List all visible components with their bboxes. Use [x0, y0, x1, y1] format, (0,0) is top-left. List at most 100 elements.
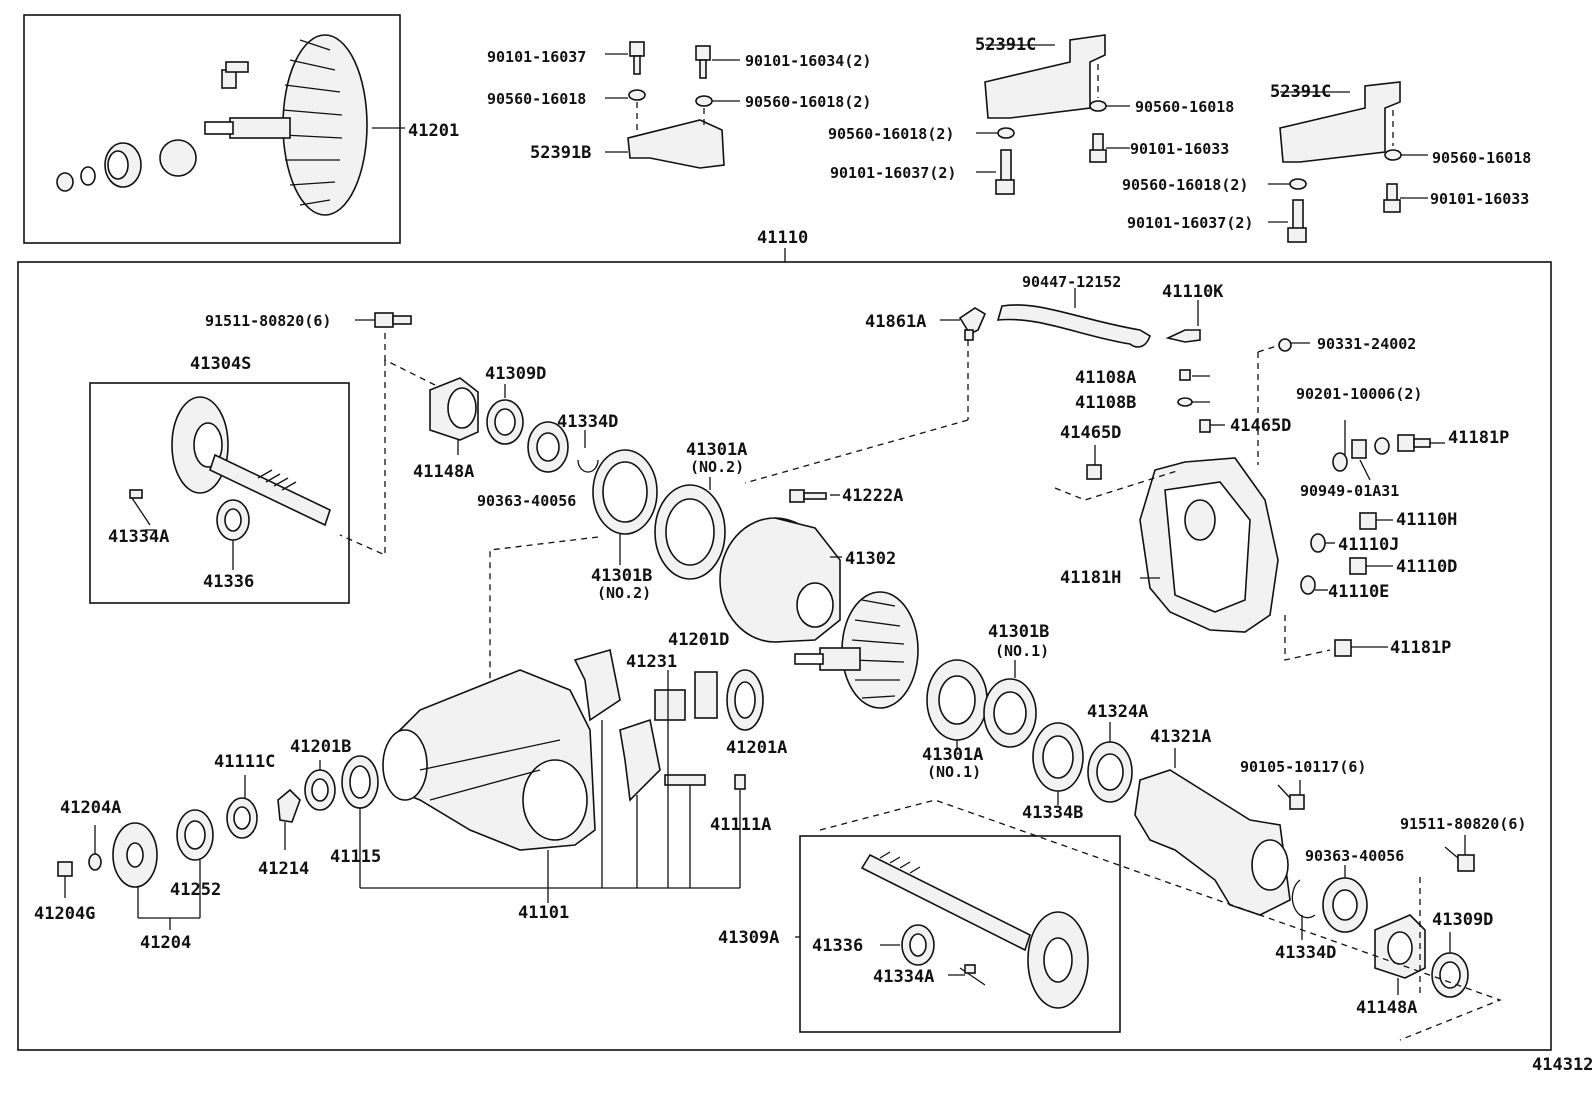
label-52391C-a: 52391C: [975, 35, 1036, 55]
label-41111C: 41111C: [214, 752, 275, 772]
part-labels: 41201 90101-16037 90101-16034(2) 90560-1…: [34, 35, 1592, 1075]
label-41101: 41101: [518, 903, 569, 923]
label-41181H: 41181H: [1060, 568, 1121, 588]
label-41110H: 41110H: [1396, 510, 1457, 530]
left-axle-shaft-frame: [89, 382, 350, 604]
label-41301B-a-no: (NO.2): [597, 584, 651, 602]
label-41110E: 41110E: [1328, 582, 1389, 602]
ring-gear-and-pinion: [56, 34, 405, 216]
left-axle-shaft-assembly: [129, 396, 331, 570]
label-91511-80820-a: 91511-80820(6): [205, 312, 331, 330]
label-41309D-a: 41309D: [485, 364, 546, 384]
right-axle-shaft: [795, 851, 1089, 1009]
label-90560-16018-d: 90560-16018(2): [828, 125, 954, 143]
label-41204: 41204: [140, 933, 191, 953]
label-41334D-a: 41334D: [557, 412, 618, 432]
label-41301B-b-no: (NO.1): [995, 642, 1049, 660]
label-90560-16018-f: 90560-16018(2): [1122, 176, 1248, 194]
label-41108B: 41108B: [1075, 393, 1136, 413]
label-90560-16018-e: 90560-16018: [1432, 149, 1531, 167]
breather-hose: [940, 288, 1201, 348]
carrier-assembly-frame: [17, 261, 1552, 1051]
label-41111A: 41111A: [710, 815, 771, 835]
label-90447-12152: 90447-12152: [1022, 273, 1121, 291]
label-90201-10006: 90201-10006(2): [1296, 385, 1422, 403]
label-41301B-b: 41301B: [988, 622, 1049, 642]
label-41252: 41252: [170, 880, 221, 900]
mounting-bracket-52391C-left: [976, 34, 1130, 195]
label-41204A: 41204A: [60, 798, 121, 818]
label-41201B: 41201B: [290, 737, 351, 757]
label-41301B-a: 41301B: [591, 566, 652, 586]
label-41201D: 41201D: [668, 630, 729, 650]
label-41201: 41201: [408, 121, 459, 141]
mounting-bracket-52391B: [605, 41, 740, 169]
label-41110D: 41110D: [1396, 557, 1457, 577]
label-41309A: 41309A: [718, 928, 779, 948]
label-41334D-b: 41334D: [1275, 943, 1336, 963]
label-41231: 41231: [626, 652, 677, 672]
label-52391C-b: 52391C: [1270, 82, 1331, 102]
label-41336-b: 41336: [812, 936, 863, 956]
label-41108A: 41108A: [1075, 368, 1136, 388]
mounting-bracket-52391C-right: [1268, 81, 1428, 243]
left-bearing-stack: [429, 377, 726, 580]
pinion-gear-set-frame: [23, 14, 401, 244]
label-41465D-a: 41465D: [1060, 423, 1121, 443]
label-91511-80820-b: 91511-80820(6): [1400, 815, 1526, 833]
label-41334A-b: 41334A: [873, 967, 934, 987]
label-41181P-a: 41181P: [1448, 428, 1509, 448]
differential-case: [719, 489, 842, 643]
label-41334A-a: 41334A: [108, 527, 169, 547]
label-41324A: 41324A: [1087, 702, 1148, 722]
label-41301A-a-no: (NO.2): [690, 458, 744, 476]
label-41465D-b: 41465D: [1230, 416, 1291, 436]
label-41334B: 41334B: [1022, 803, 1083, 823]
label-41301A-b: 41301A: [922, 745, 983, 765]
rear-cover: [1054, 338, 1445, 661]
label-90101-16037: 90101-16037: [487, 48, 586, 66]
label-41148A-b: 41148A: [1356, 998, 1417, 1018]
label-41222A: 41222A: [842, 486, 903, 506]
label-41321A: 41321A: [1150, 727, 1211, 747]
axle-tube: [1134, 748, 1475, 998]
label-41214: 41214: [258, 859, 309, 879]
label-52391B: 52391B: [530, 143, 591, 163]
label-90560-16018-c: 90560-16018: [1135, 98, 1234, 116]
label-90363-40056-b: 90363-40056: [1305, 847, 1404, 865]
right-bearing-stack: [926, 659, 1133, 805]
label-90105-10117: 90105-10117(6): [1240, 758, 1366, 776]
label-90560-16018-a: 90560-16018: [487, 90, 586, 108]
label-41301A-a: 41301A: [686, 440, 747, 460]
center-ring-gear: [794, 591, 919, 709]
label-90101-16033-a: 90101-16033: [1130, 140, 1229, 158]
differential-housing: [359, 648, 764, 903]
label-90101-16037-b: 90101-16037(2): [830, 164, 956, 182]
label-41302: 41302: [845, 549, 896, 569]
label-41304S: 41304S: [190, 354, 251, 374]
label-41181P-b: 41181P: [1390, 638, 1451, 658]
label-41110J: 41110J: [1338, 535, 1399, 555]
label-90101-16037-c: 90101-16037(2): [1127, 214, 1253, 232]
label-90949-01A31: 90949-01A31: [1300, 482, 1399, 500]
companion-flange-parts: [57, 755, 379, 930]
right-axle-shaft-frame: [799, 835, 1121, 1033]
diagram-id: 414312: [1532, 1055, 1592, 1075]
label-41110: 41110: [757, 228, 808, 248]
label-90331-24002: 90331-24002: [1317, 335, 1416, 353]
label-41204G: 41204G: [34, 904, 95, 924]
label-90560-16018-b: 90560-16018(2): [745, 93, 871, 111]
label-41861A: 41861A: [865, 312, 926, 332]
label-41110K: 41110K: [1162, 282, 1224, 302]
label-90101-16033-b: 90101-16033: [1430, 190, 1529, 208]
label-41301A-b-no: (NO.1): [927, 763, 981, 781]
label-41115: 41115: [330, 847, 381, 867]
label-90101-16034: 90101-16034(2): [745, 52, 871, 70]
label-41309D-b: 41309D: [1432, 910, 1493, 930]
label-90363-40056-a: 90363-40056: [477, 492, 576, 510]
label-41148A-a: 41148A: [413, 462, 474, 482]
label-41201A: 41201A: [726, 738, 787, 758]
label-41336-a: 41336: [203, 572, 254, 592]
